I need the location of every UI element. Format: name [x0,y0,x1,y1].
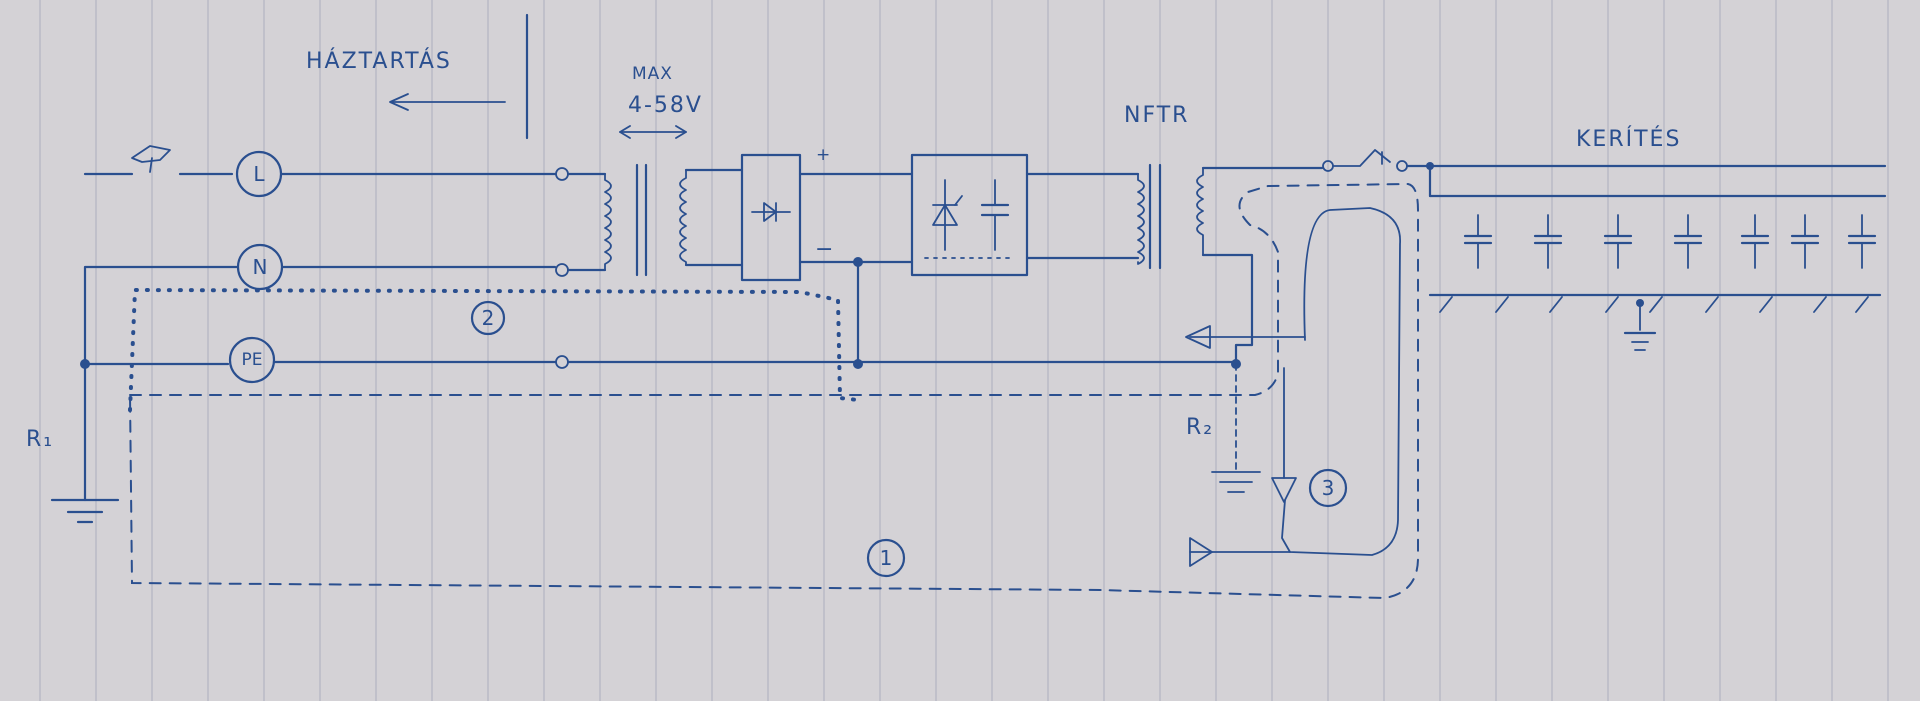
loop-1-label: 1 [880,546,893,570]
loop-3-arrow-down [1271,477,1297,503]
rectifier-block: + − [740,145,914,369]
neutral-terminal-label: N [253,255,268,279]
loop-3-marker [1308,468,1348,508]
loop-3-arrow-in [1189,537,1213,567]
loop-3-path: 3 [1185,207,1401,567]
paper-rules [39,0,1889,701]
loop-2-path: 2 [128,287,860,412]
plus-sign: + [816,145,831,165]
fence-capacitances [1463,214,1877,269]
r2-ground: R₂ [1186,363,1261,493]
loop-1-path: 1 [129,182,1419,600]
fence: KERÍTÉS [1428,126,1882,351]
loop-2-label: 2 [482,306,495,330]
r1-label: R₁ [26,427,54,452]
household-arrow-head [389,93,409,111]
neutral-connector [555,263,569,277]
pe-conductor: PE [80,336,1237,384]
line-conductor: L [235,150,607,198]
main-switch-symbol [83,145,234,176]
nftr-label: NFTR [1124,103,1189,128]
voltage-note: MAX 4-58V [619,64,703,139]
earth-hatch [1439,296,1869,313]
line-connector [555,167,569,181]
pe-connector [555,355,569,369]
thyristor-capacitor-block [910,153,1140,277]
loop-3-label: 3 [1322,476,1335,500]
household-label: HÁZTARTÁS [306,48,452,74]
voltage-label: 4-58V [628,93,703,118]
fence-energizer-transformer: NFTR [1124,103,1334,369]
pe-terminal-label: PE [242,350,263,370]
fence-switch [1333,149,1887,198]
loop-3-arrow-out [1185,325,1211,349]
r2-label: R₂ [1186,415,1214,440]
minus-sign: − [815,237,835,262]
r1-ground: R₁ [26,427,120,524]
household-label-group: HÁZTARTÁS [306,13,529,140]
isolation-transformer [604,163,744,277]
loop-1-marker [866,538,906,578]
neutral-conductor: N [83,243,607,502]
line-terminal-label: L [253,162,265,186]
pe-terminal [228,336,276,384]
max-label: MAX [632,64,673,84]
fence-label: KERÍTÉS [1576,126,1681,152]
loop-2-marker [470,300,506,336]
